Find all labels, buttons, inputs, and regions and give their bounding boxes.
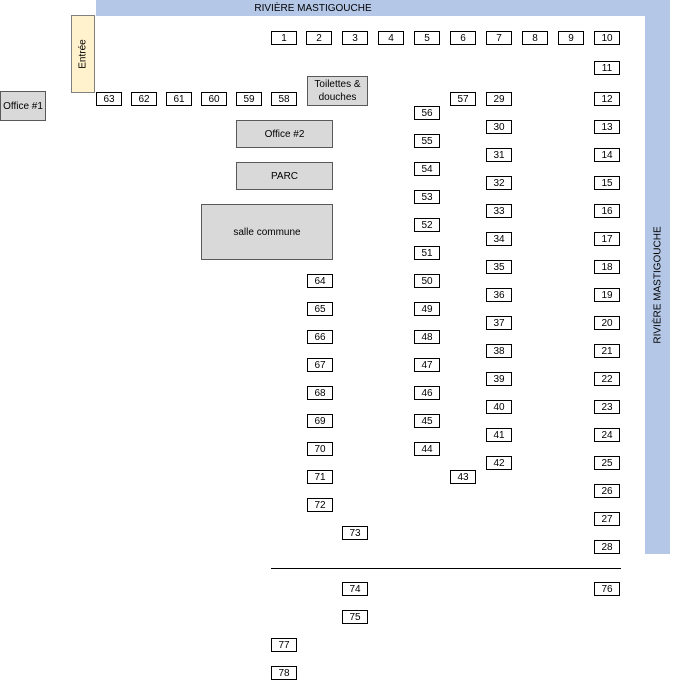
- office-2[interactable]: Office #2: [236, 120, 333, 148]
- site-29[interactable]: 29: [486, 92, 512, 106]
- site-4[interactable]: 4: [378, 31, 404, 45]
- river-right: RIVIÈRE MASTIGOUCHE: [645, 16, 670, 554]
- site-34[interactable]: 34: [486, 232, 512, 246]
- site-56[interactable]: 56: [414, 106, 440, 120]
- site-77[interactable]: 77: [271, 638, 297, 652]
- site-47[interactable]: 47: [414, 358, 440, 372]
- site-3[interactable]: 3: [342, 31, 368, 45]
- site-7[interactable]: 7: [486, 31, 512, 45]
- site-24[interactable]: 24: [594, 428, 620, 442]
- site-38[interactable]: 38: [486, 344, 512, 358]
- site-68[interactable]: 68: [307, 386, 333, 400]
- site-33[interactable]: 33: [486, 204, 512, 218]
- site-46[interactable]: 46: [414, 386, 440, 400]
- site-22[interactable]: 22: [594, 372, 620, 386]
- site-57[interactable]: 57: [450, 92, 476, 106]
- site-58[interactable]: 58: [271, 92, 297, 106]
- site-51[interactable]: 51: [414, 246, 440, 260]
- site-21[interactable]: 21: [594, 344, 620, 358]
- site-42[interactable]: 42: [486, 456, 512, 470]
- office-1[interactable]: Office #1: [0, 91, 46, 121]
- site-50[interactable]: 50: [414, 274, 440, 288]
- site-66[interactable]: 66: [307, 330, 333, 344]
- salle-commune-label: salle commune: [233, 226, 301, 238]
- site-9[interactable]: 9: [558, 31, 584, 45]
- site-17[interactable]: 17: [594, 232, 620, 246]
- river-right-label: RIVIÈRE MASTIGOUCHE: [652, 226, 663, 344]
- site-61[interactable]: 61: [166, 92, 192, 106]
- site-23[interactable]: 23: [594, 400, 620, 414]
- entrance: Entrée: [71, 15, 95, 93]
- site-62[interactable]: 62: [131, 92, 157, 106]
- site-19[interactable]: 19: [594, 288, 620, 302]
- site-27[interactable]: 27: [594, 512, 620, 526]
- divider-line: [271, 568, 621, 569]
- site-31[interactable]: 31: [486, 148, 512, 162]
- site-35[interactable]: 35: [486, 260, 512, 274]
- site-59[interactable]: 59: [236, 92, 262, 106]
- site-52[interactable]: 52: [414, 218, 440, 232]
- office-2-label: Office #2: [264, 128, 305, 140]
- site-72[interactable]: 72: [307, 498, 333, 512]
- site-28[interactable]: 28: [594, 540, 620, 554]
- site-48[interactable]: 48: [414, 330, 440, 344]
- site-40[interactable]: 40: [486, 400, 512, 414]
- site-49[interactable]: 49: [414, 302, 440, 316]
- salle-commune[interactable]: salle commune: [201, 204, 333, 260]
- site-15[interactable]: 15: [594, 176, 620, 190]
- site-26[interactable]: 26: [594, 484, 620, 498]
- site-20[interactable]: 20: [594, 316, 620, 330]
- site-76[interactable]: 76: [594, 582, 620, 596]
- site-14[interactable]: 14: [594, 148, 620, 162]
- site-41[interactable]: 41: [486, 428, 512, 442]
- site-18[interactable]: 18: [594, 260, 620, 274]
- site-71[interactable]: 71: [307, 470, 333, 484]
- site-5[interactable]: 5: [414, 31, 440, 45]
- site-60[interactable]: 60: [201, 92, 227, 106]
- site-74[interactable]: 74: [342, 582, 368, 596]
- site-45[interactable]: 45: [414, 414, 440, 428]
- site-54[interactable]: 54: [414, 162, 440, 176]
- site-44[interactable]: 44: [414, 442, 440, 456]
- entrance-label: Entrée: [77, 39, 89, 69]
- site-6[interactable]: 6: [450, 31, 476, 45]
- site-11[interactable]: 11: [594, 61, 620, 75]
- site-16[interactable]: 16: [594, 204, 620, 218]
- site-70[interactable]: 70: [307, 442, 333, 456]
- parc-label: PARC: [270, 170, 299, 182]
- site-78[interactable]: 78: [271, 666, 297, 680]
- office-1-label: Office #1: [3, 100, 43, 112]
- site-1[interactable]: 1: [271, 31, 297, 45]
- site-73[interactable]: 73: [342, 526, 368, 540]
- site-32[interactable]: 32: [486, 176, 512, 190]
- site-12[interactable]: 12: [594, 92, 620, 106]
- site-64[interactable]: 64: [307, 274, 333, 288]
- site-39[interactable]: 39: [486, 372, 512, 386]
- site-65[interactable]: 65: [307, 302, 333, 316]
- site-75[interactable]: 75: [342, 610, 368, 624]
- site-53[interactable]: 53: [414, 190, 440, 204]
- parc[interactable]: PARC: [236, 162, 333, 190]
- site-25[interactable]: 25: [594, 456, 620, 470]
- site-63[interactable]: 63: [96, 92, 122, 106]
- site-2[interactable]: 2: [306, 31, 332, 45]
- site-10[interactable]: 10: [594, 31, 620, 45]
- toilets-showers[interactable]: Toilettes &douches: [307, 76, 368, 106]
- river-top: RIVIÈRE MASTIGOUCHE: [96, 0, 670, 16]
- toilets-label: Toilettes &douches: [314, 79, 361, 103]
- site-13[interactable]: 13: [594, 120, 620, 134]
- site-37[interactable]: 37: [486, 316, 512, 330]
- site-55[interactable]: 55: [414, 134, 440, 148]
- site-8[interactable]: 8: [522, 31, 548, 45]
- site-67[interactable]: 67: [307, 358, 333, 372]
- site-69[interactable]: 69: [307, 414, 333, 428]
- site-30[interactable]: 30: [486, 120, 512, 134]
- river-top-label: RIVIÈRE MASTIGOUCHE: [254, 2, 372, 14]
- site-36[interactable]: 36: [486, 288, 512, 302]
- site-43[interactable]: 43: [450, 470, 476, 484]
